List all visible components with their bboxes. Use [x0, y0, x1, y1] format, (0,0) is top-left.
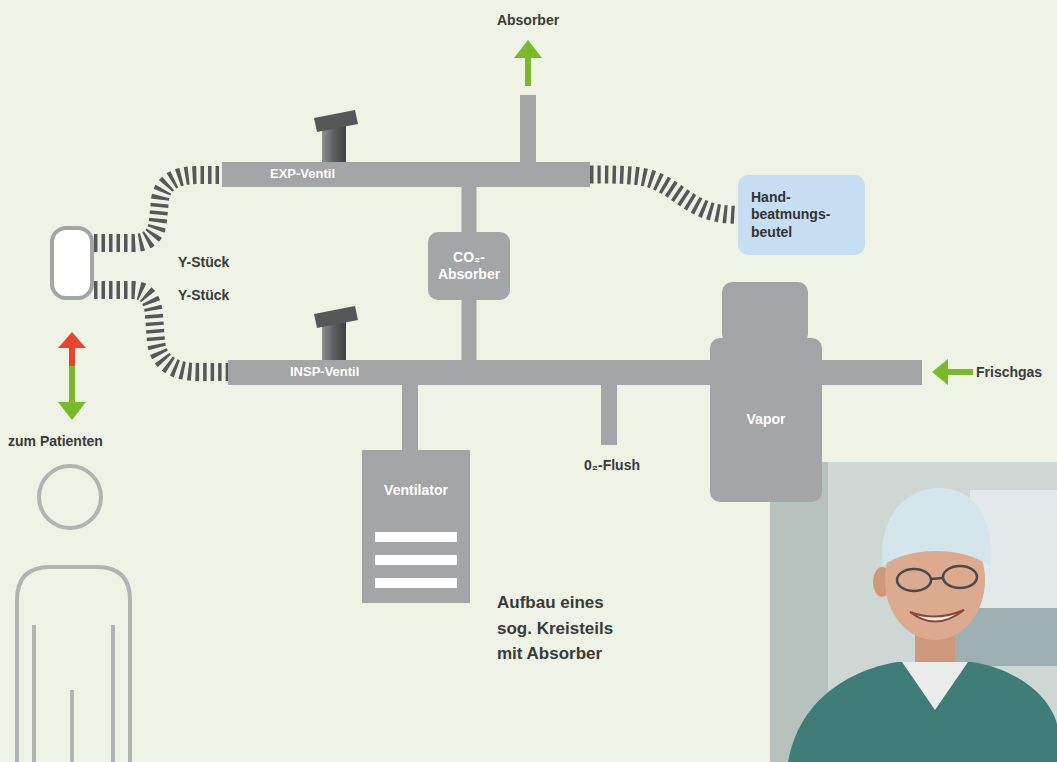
patient-arrow: [58, 332, 86, 420]
patient-figure: [70, 690, 74, 762]
photo-anesthetist: [943, 566, 977, 588]
node-text: INSP-Ventil: [290, 364, 359, 380]
node-text: EXP-Ventil: [270, 166, 335, 182]
photo-anesthetist: [897, 569, 931, 591]
o2-flush-label: 0₂-Flush: [584, 457, 640, 474]
flow-arrow-up: [514, 40, 542, 86]
patient-figure: [32, 625, 36, 762]
exp-valve-cap: [322, 126, 346, 164]
outlet-label: Absorber: [497, 12, 559, 29]
outlet-pipe: [520, 95, 536, 165]
vapor-box: Vapor: [710, 338, 822, 502]
patient-arrow: [69, 366, 75, 404]
o2-flush-pipe: [601, 383, 617, 445]
y-piece-mask: [52, 228, 92, 298]
o2-flush-pipe: [601, 383, 617, 445]
y-piece-mask: [52, 228, 92, 298]
vapor-top: [722, 282, 808, 344]
photo-anesthetist: [788, 662, 1057, 762]
ventilator-box: Ventilator: [362, 450, 470, 603]
exp-valve-cap: [314, 110, 358, 132]
vapor-top: [722, 282, 808, 344]
patient-label: zum Patienten: [8, 433, 103, 450]
gas-pipe: [402, 385, 418, 450]
insp-valve-cap: [322, 322, 346, 362]
photo-anesthetist: [882, 488, 991, 566]
photo-anesthetist: [931, 578, 943, 579]
corrugated-hose: [94, 175, 230, 372]
exp-valve-cap: [314, 110, 358, 164]
patient-arrow: [58, 402, 86, 420]
outlet-pipe: [520, 95, 536, 165]
photo-anesthetist: [770, 462, 1057, 762]
insp-valve-pipe: INSP-Ventil: [228, 360, 700, 385]
gas-pipe: [462, 187, 477, 232]
flow-arrow-left: [945, 369, 973, 375]
flow-arrow-up: [514, 40, 542, 58]
figure-caption: Aufbau eines sog. Kreisteils mit Absorbe…: [497, 590, 637, 667]
node-text: CO₂- Absorber: [434, 249, 504, 284]
patient-figure: [111, 625, 115, 762]
patient-figure: [39, 466, 101, 528]
co2-absorber-box: CO₂- Absorber: [428, 232, 510, 300]
gas-pipe: [462, 300, 477, 360]
node-text: Vapor: [747, 411, 786, 429]
manual-bag-box: Hand- beatmungs- beutel: [738, 175, 865, 255]
patient-figure: [17, 567, 130, 762]
photo-anesthetist: [902, 662, 968, 710]
corrugated-hose: [590, 175, 738, 216]
node-text: Ventilator: [384, 482, 448, 500]
patient-figure: [17, 466, 130, 762]
insp-valve-cap: [314, 306, 358, 328]
flow-arrow-up: [525, 56, 531, 86]
node-text: Hand- beatmungs- beutel: [751, 189, 843, 242]
insp-valve-cap: [314, 306, 358, 362]
patient-arrow: [58, 332, 86, 348]
exp-valve-pipe: EXP-Ventil: [222, 162, 590, 187]
flow-arrow-left: [932, 359, 973, 385]
y-piece-label: Y-Stück: [178, 254, 229, 271]
corrugated-hose: [94, 175, 224, 243]
flow-arrow-left: [932, 359, 948, 385]
fresh-gas-label: Frischgas: [976, 364, 1042, 381]
photo-anesthetist: [770, 462, 1057, 762]
y-piece-label: Y-Stück: [178, 287, 229, 304]
photo-anesthetist: [910, 610, 964, 622]
